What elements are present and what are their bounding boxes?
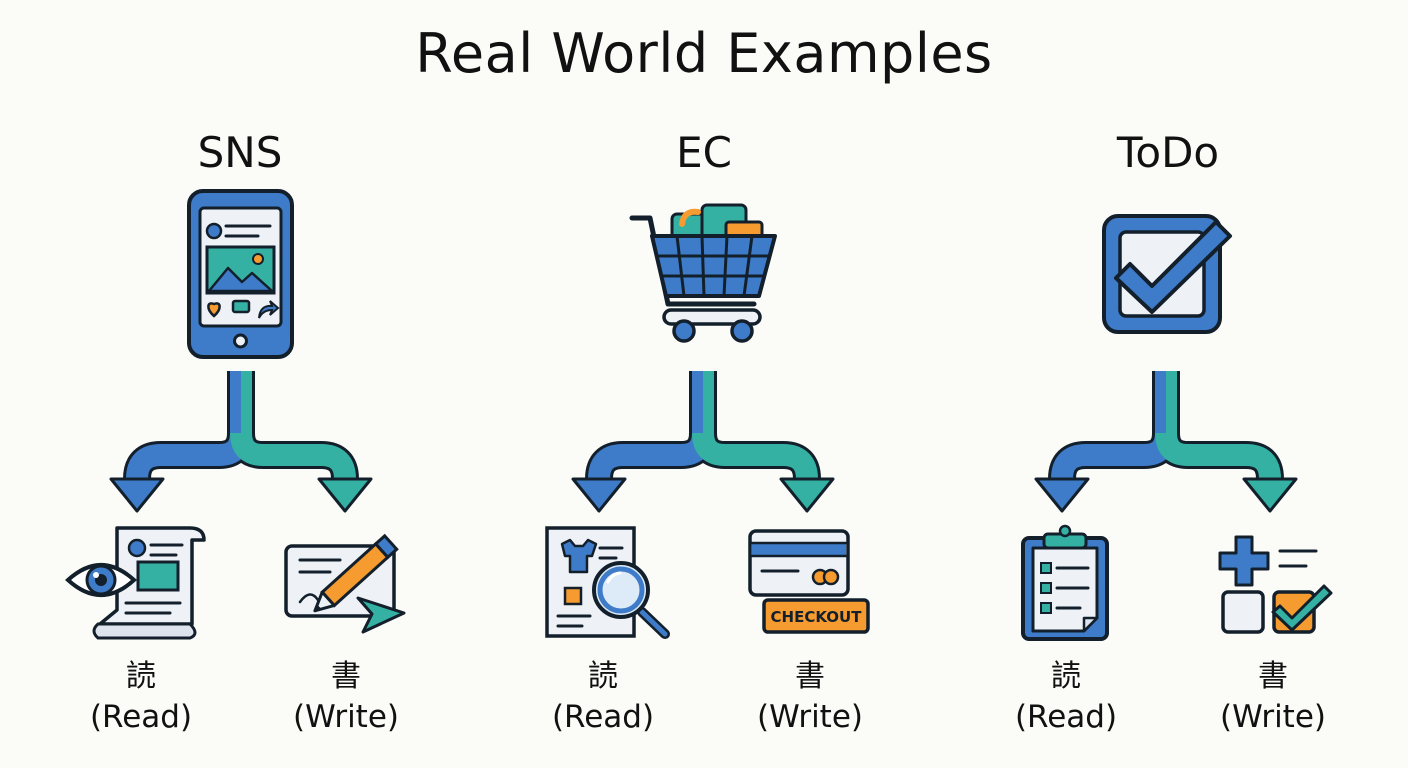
eye-scroll-icon (65, 526, 206, 640)
ec-write-label: 書 (Write) (730, 657, 890, 737)
clipboard-checklist-icon (1021, 524, 1109, 641)
todo-write-label: 書 (Write) (1193, 657, 1353, 737)
column-title-ec: EC (676, 128, 732, 177)
ec-write-kanji: 書 (795, 659, 825, 694)
todo-read-label: 読 (Read) (986, 657, 1146, 737)
column-title-todo: ToDo (1116, 128, 1220, 177)
sns-read-label: 読 (Read) (61, 657, 221, 737)
split-arrow-todo (1036, 371, 1296, 511)
todo-write-text: (Write) (1219, 699, 1327, 735)
credit-card-checkout-icon: CHECKOUT (748, 529, 870, 634)
split-arrow-ec (573, 371, 833, 511)
smartphone-social-feed-icon (187, 189, 294, 359)
todo-read-kanji: 読 (1051, 659, 1081, 694)
checkbox-checked-icon (1102, 214, 1232, 334)
split-arrow-sns (111, 371, 371, 511)
todo-read-text: (Read) (1014, 699, 1118, 735)
column-title-sns: SNS (197, 128, 283, 177)
sns-write-text: (Write) (292, 699, 400, 735)
ec-read-kanji: 読 (588, 659, 618, 694)
sns-read-kanji: 読 (126, 659, 156, 694)
catalog-magnifier-icon (545, 526, 670, 639)
pencil-compose-send-icon (284, 533, 406, 634)
sns-write-kanji: 書 (331, 659, 361, 694)
checkout-badge-text: CHECKOUT (771, 608, 863, 626)
ec-write-text: (Write) (756, 699, 864, 735)
ec-read-label: 読 (Read) (523, 657, 683, 737)
ec-read-text: (Read) (551, 699, 655, 735)
sns-read-text: (Read) (89, 699, 193, 735)
shopping-cart-icon (629, 203, 777, 343)
sns-write-label: 書 (Write) (266, 657, 426, 737)
todo-write-kanji: 書 (1258, 659, 1288, 694)
page-title: Real World Examples (415, 22, 993, 85)
add-task-icon (1218, 535, 1333, 634)
